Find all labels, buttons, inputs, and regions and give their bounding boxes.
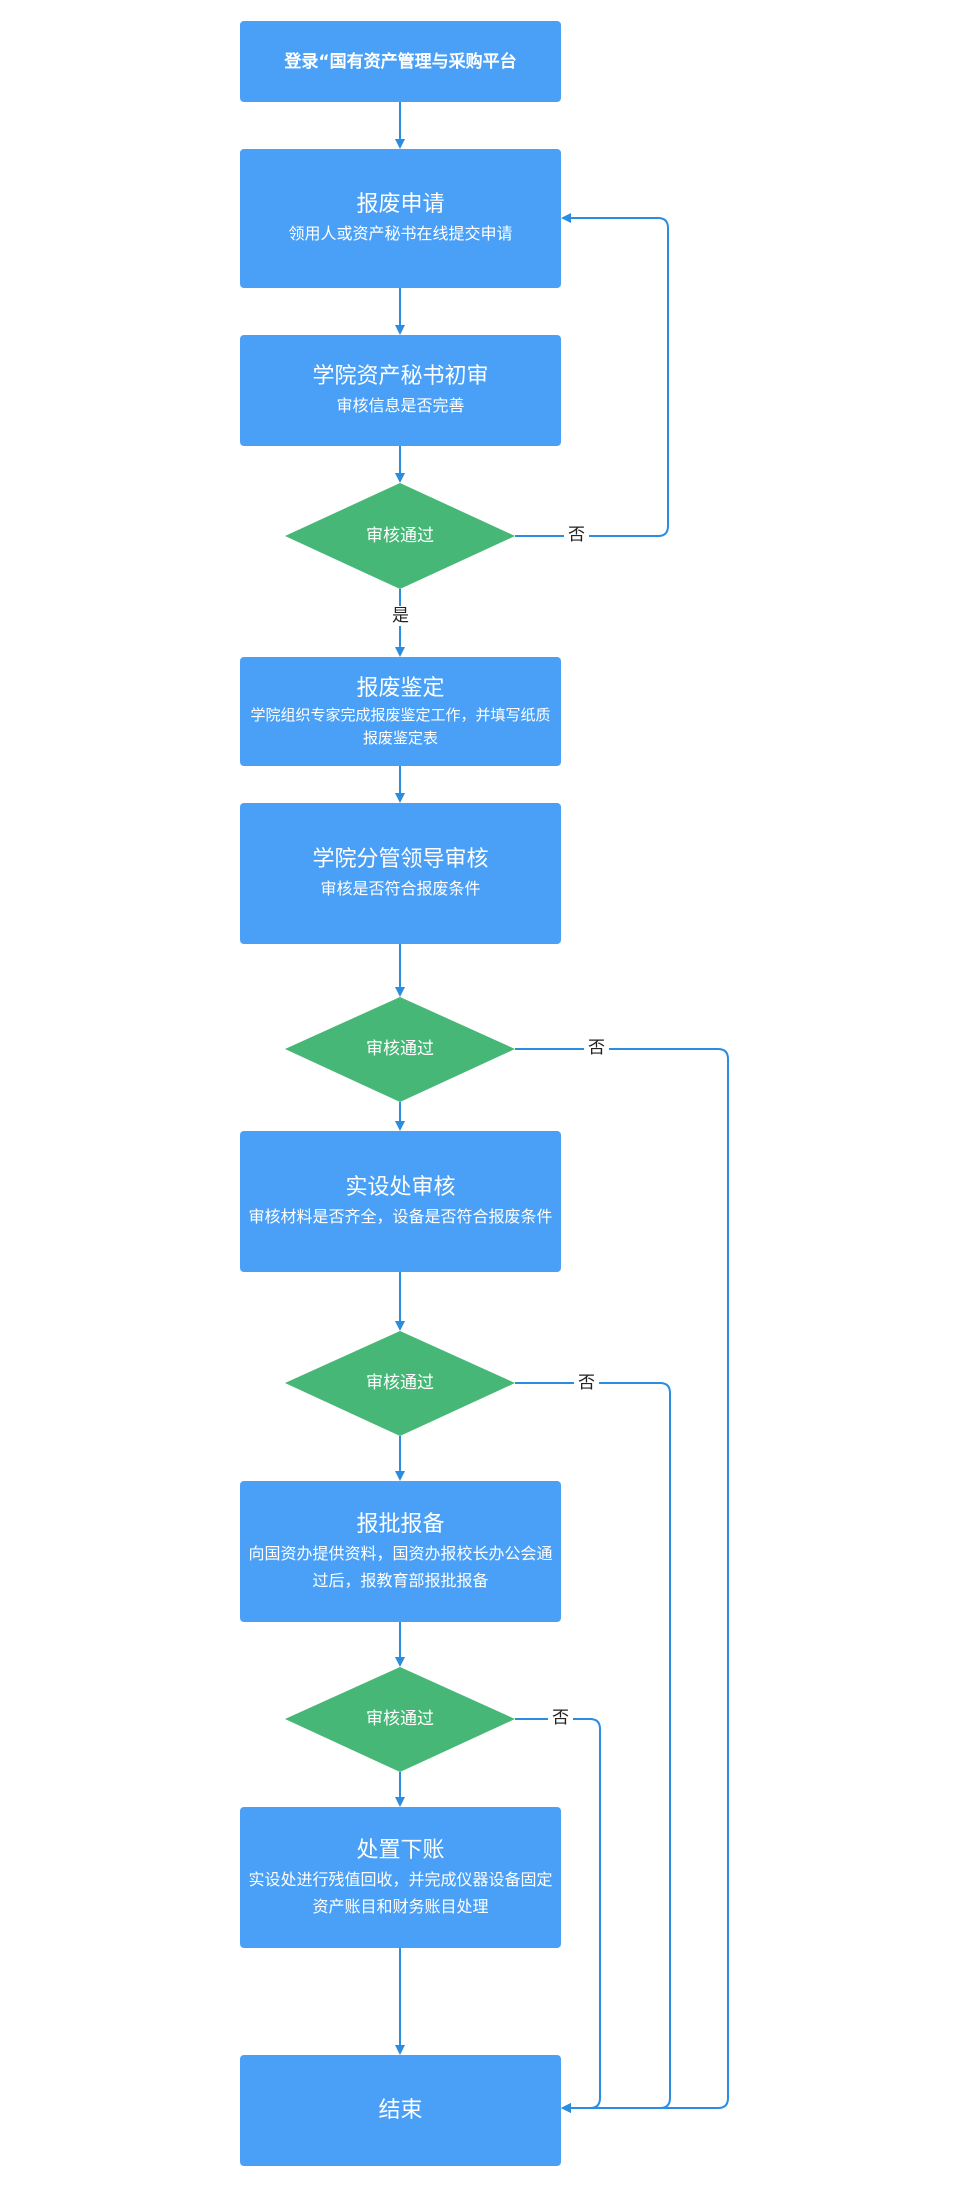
- decision-3-label: 审核通过: [366, 1373, 434, 1393]
- secretary-review-subtitle: 审核信息是否完善: [336, 396, 465, 415]
- apply-subtitle: 领用人或资产秘书在线提交申请: [288, 224, 513, 243]
- lab-review-subtitle: 审核材料是否齐全，设备是否符合报废条件: [248, 1207, 553, 1226]
- edge-label-no-2: 否: [584, 1038, 609, 1058]
- leader-review-subtitle: 审核是否符合报废条件: [320, 879, 481, 898]
- leader-review-title: 学院分管领导审核: [312, 847, 489, 872]
- login-box: 登录“国有资产管理与采购平台: [240, 21, 561, 102]
- login-title: 登录“国有资产管理与采购平台: [284, 51, 517, 72]
- dispose-title: 处置下账: [356, 1837, 445, 1863]
- report-title: 报批报备: [356, 1511, 445, 1537]
- appraisal-box: 报废鉴定 学院组织专家完成报废鉴定工作，并填写纸质报废鉴定表: [240, 657, 561, 766]
- apply-title: 报废申请: [356, 192, 445, 217]
- decision-1-label: 审核通过: [366, 526, 434, 546]
- appraisal-title: 报废鉴定: [356, 675, 445, 701]
- end-box: 结束: [240, 2055, 561, 2166]
- decision-diamond-3: [285, 1331, 515, 1436]
- decision-diamond-4: [285, 1667, 515, 1772]
- report-subtitle: 向国资办提供资料，国资办报校长办公会通过后，报教育部报批报备: [248, 1543, 553, 1590]
- reject-flow-arrows: [515, 213, 729, 2113]
- lab-review-box: 实设处审核 审核材料是否齐全，设备是否符合报废条件: [240, 1131, 561, 1272]
- edge-label-yes-1: 是: [388, 606, 413, 626]
- leader-review-box: 学院分管领导审核 审核是否符合报废条件: [240, 803, 561, 944]
- decision-2-label: 审核通过: [366, 1039, 434, 1059]
- decision-4-label: 审核通过: [366, 1709, 434, 1729]
- edge-label-no-4: 否: [548, 1708, 573, 1728]
- edge-label-no-3: 否: [574, 1373, 599, 1393]
- dispose-box: 处置下账 实设处进行残值回收，并完成仪器设备固定资产账目和财务账目处理: [240, 1807, 561, 1948]
- dispose-subtitle: 实设处进行残值回收，并完成仪器设备固定资产账目和财务账目处理: [248, 1869, 553, 1916]
- secretary-review-box: 学院资产秘书初审 审核信息是否完善: [240, 335, 561, 446]
- edge-label-no-1: 否: [564, 525, 589, 545]
- end-title: 结束: [378, 2097, 423, 2123]
- secretary-review-title: 学院资产秘书初审: [312, 364, 489, 389]
- apply-box: 报废申请 领用人或资产秘书在线提交申请: [240, 149, 561, 288]
- decision-diamond-2: [285, 997, 515, 1102]
- decision-diamond-1: [285, 483, 515, 589]
- report-box: 报批报备 向国资办提供资料，国资办报校长办公会通过后，报教育部报批报备: [240, 1481, 561, 1622]
- lab-review-title: 实设处审核: [345, 1175, 456, 1200]
- appraisal-subtitle: 学院组织专家完成报废鉴定工作，并填写纸质报废鉴定表: [250, 705, 551, 747]
